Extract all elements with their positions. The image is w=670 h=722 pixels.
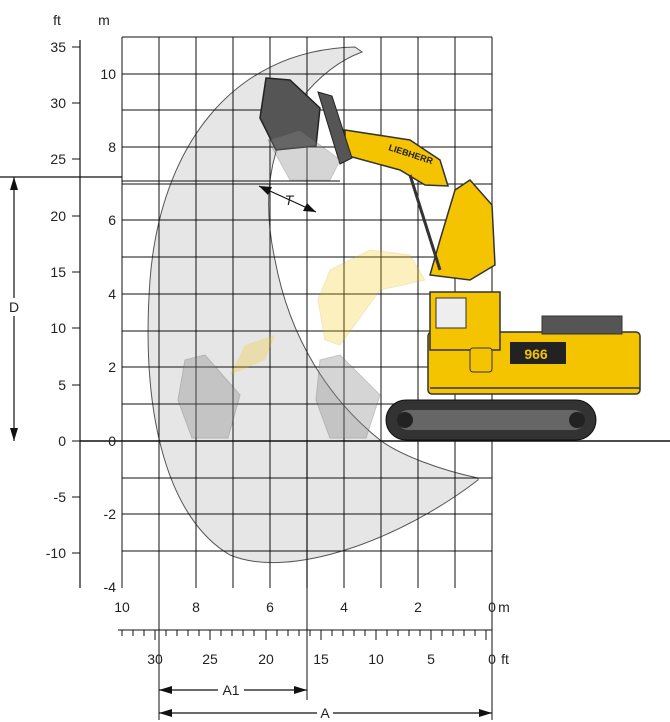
- ghost-arm-faded: [230, 249, 426, 375]
- ft-unit-label: ft: [53, 12, 61, 28]
- ft-bottom-tick: 0: [488, 651, 496, 667]
- m-tick-label: 6: [108, 212, 116, 228]
- m-bottom-tick: 2: [414, 599, 422, 615]
- m-tick-label: 10: [100, 66, 116, 82]
- ft-bottom-tick: 15: [313, 651, 329, 667]
- ft-bottom-tick: 30: [147, 651, 163, 667]
- m-bottom-tick: 10: [114, 599, 130, 615]
- bottom-ft-ruler: [118, 629, 492, 640]
- excavator-body: 966: [427, 291, 641, 395]
- m-bottom-tick: 0: [488, 599, 496, 615]
- m-tick-label: -4: [104, 579, 117, 595]
- ft-tick-label: 25: [50, 151, 66, 167]
- bottom-m-axis: 10 8 6 4 2 0 m: [114, 599, 510, 615]
- dimension-d: [0, 176, 122, 441]
- m-bottom-tick: 6: [266, 599, 274, 615]
- ft-bottom-tick: 10: [368, 651, 384, 667]
- ghost-bucket-left: [177, 354, 241, 439]
- m-bottom-tick: 8: [192, 599, 200, 615]
- ft-bottom-tick: 25: [202, 651, 218, 667]
- ft-tick-label: 5: [58, 377, 66, 393]
- ft-tick-label: 0: [58, 433, 66, 449]
- m-tick-label: -2: [104, 506, 117, 522]
- m-bottom-unit: m: [498, 599, 510, 615]
- ft-bottom-unit: ft: [501, 651, 509, 667]
- ft-tick-label: 35: [50, 39, 66, 55]
- ft-tick-label: 20: [50, 208, 66, 224]
- m-tick-label: 8: [108, 139, 116, 155]
- ft-bottom-tick: 20: [258, 651, 274, 667]
- dimension-d-label: D: [9, 299, 19, 315]
- model-number: 966: [524, 346, 548, 362]
- excavator-boom: LIEBHERR: [344, 129, 496, 281]
- ghost-bucket-top: [267, 129, 341, 181]
- ft-tick-label: 30: [50, 95, 66, 111]
- m-bottom-tick: 4: [340, 599, 348, 615]
- ghost-bucket-middle: [315, 354, 381, 439]
- m-tick-label: 0: [108, 433, 116, 449]
- dimension-a1-label: A1: [222, 682, 239, 698]
- dimension-a-label: A: [320, 705, 330, 721]
- excavator-stick: [317, 91, 353, 165]
- ft-tick-label: 10: [50, 320, 66, 336]
- ft-tick-label: -5: [54, 489, 67, 505]
- left-ft-axis: [72, 40, 81, 588]
- ft-tick-label: 15: [50, 264, 66, 280]
- working-range-envelope: [147, 46, 479, 563]
- ft-tick-label: -10: [46, 545, 66, 561]
- bucket-top: [259, 77, 321, 151]
- ft-bottom-tick: 5: [427, 651, 435, 667]
- m-unit-label: m: [98, 12, 110, 28]
- dimension-t: [258, 185, 317, 213]
- dimension-t-label: T: [285, 192, 295, 208]
- m-tick-label: 2: [108, 359, 116, 375]
- m-tick-label: 4: [108, 286, 116, 302]
- excavator-undercarriage: [385, 399, 597, 441]
